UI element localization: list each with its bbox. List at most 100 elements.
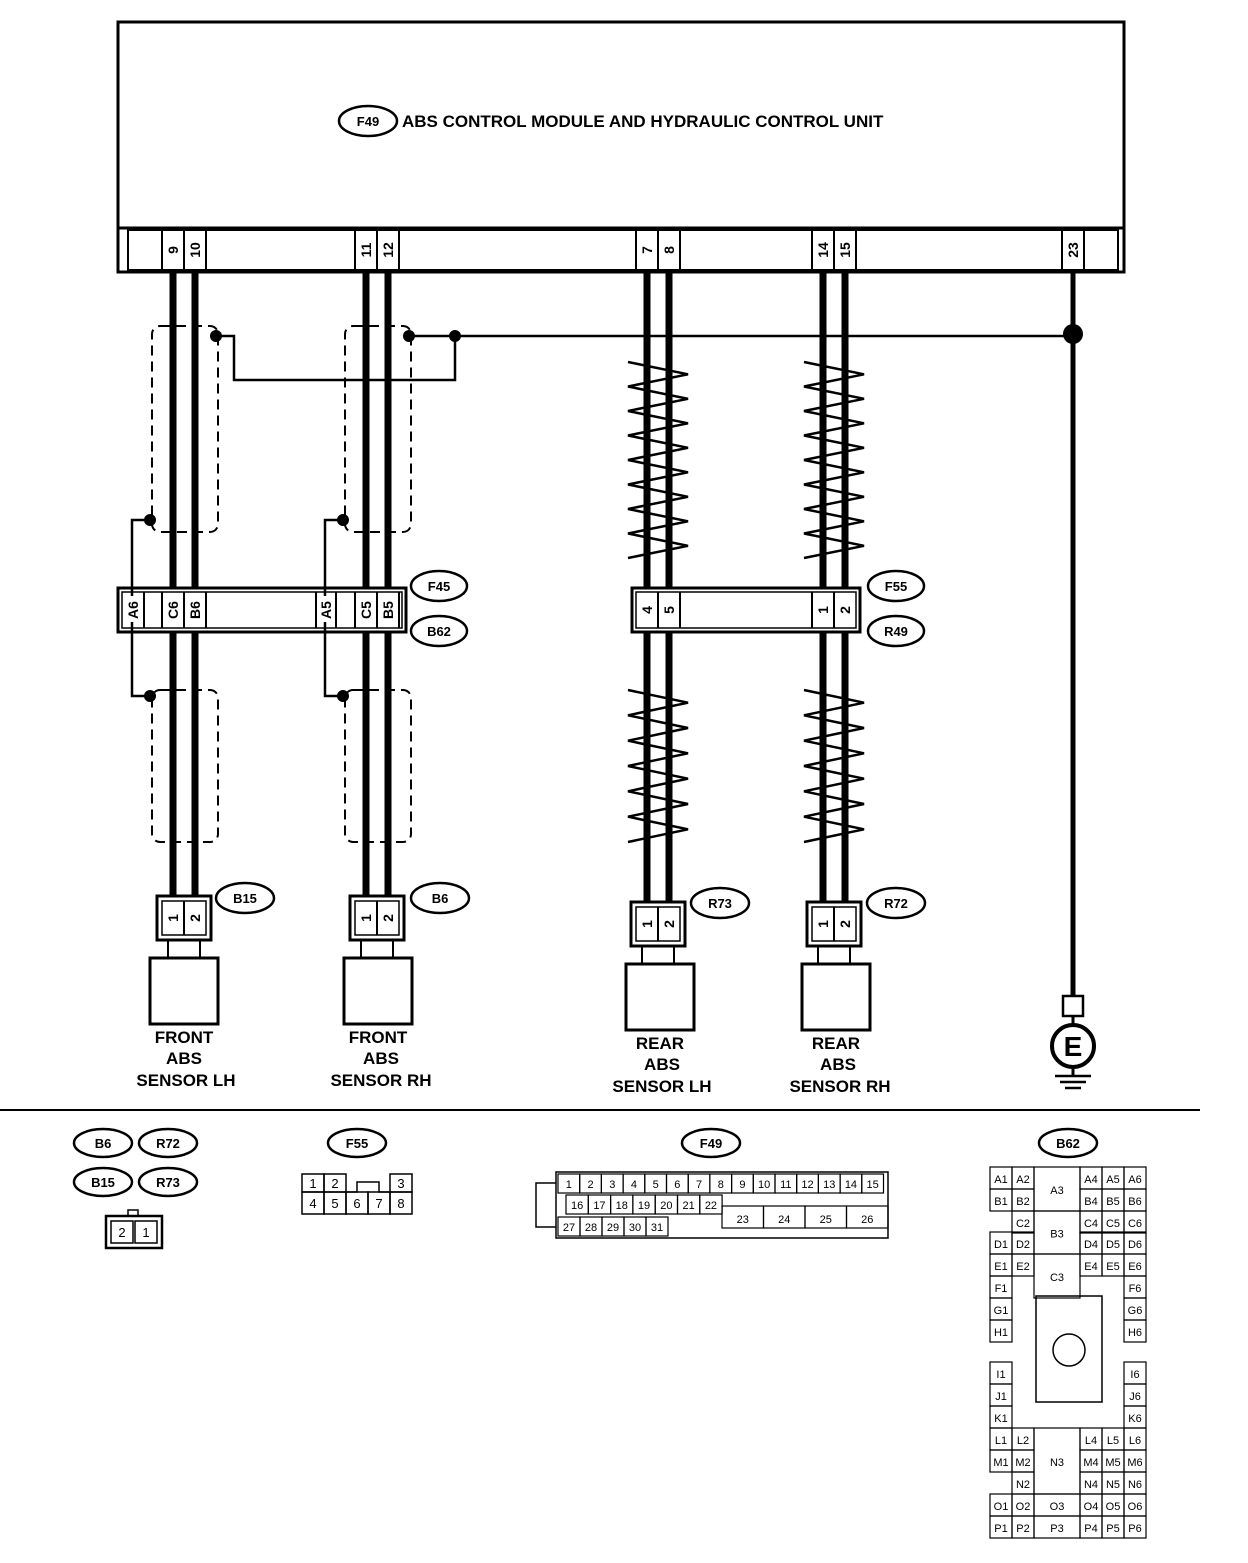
legend-pin: P3 [1050,1523,1063,1535]
legend-pin: L4 [1085,1435,1097,1447]
rear-joint-pin-label: 2 [837,606,853,614]
legend-pin: 16 [571,1200,583,1212]
legend-pin: D1 [994,1239,1008,1251]
splice-dots [144,324,1083,702]
abs-control-module: F49 ABS CONTROL MODULE AND HYDRAULIC CON… [116,20,1126,230]
sensor-pin-label: 2 [661,920,677,928]
legend-pin: C6 [1128,1218,1142,1230]
legend-pin: 13 [823,1179,835,1191]
legend-pin: 2 [587,1179,593,1191]
legend-f55: F55 1 2 3 4 5 6 7 8 [301,1127,413,1215]
sensor-pin-label: 1 [358,914,374,922]
sensor-label-line: ABS [820,1055,856,1074]
legend-pin: 7 [696,1179,702,1191]
legend-pin: P5 [1106,1523,1119,1535]
legend-pin: 1 [566,1179,572,1191]
twisted-pair-marks [627,360,865,844]
legend-pin: O5 [1106,1501,1121,1513]
legend-pin: L1 [995,1435,1007,1447]
legend-pin: D4 [1084,1239,1098,1251]
legend-pin: F6 [1129,1283,1142,1295]
sensor-connector-id: R72 [884,896,908,911]
legend-pin: I1 [996,1369,1005,1381]
joint-pin-label: C5 [358,601,374,619]
sensor-pin-label: 1 [815,920,831,928]
legend-pin: 6 [353,1196,360,1211]
joint-connector-f45-b62: A6 C6 B6 A5 C5 B5 F45 B62 [116,569,469,648]
legend-pin: G6 [1128,1305,1143,1317]
sensor-pin-label: 1 [165,914,181,922]
ground-label: E [1064,1031,1083,1062]
sensor-pin-label: 2 [837,920,853,928]
legend-pin: C3 [1050,1272,1064,1284]
legend-pin: B6 [1128,1196,1141,1208]
sensor-pin-label: 2 [187,914,203,922]
legend-pin: 1 [309,1176,316,1191]
legend-pin: D2 [1016,1239,1030,1251]
module-pin-label: 10 [187,242,203,258]
legend-pin: 30 [629,1222,641,1234]
legend-pin: F1 [995,1283,1008,1295]
module-pin-label: 15 [837,242,853,258]
sensor-label-line: REAR [812,1034,860,1053]
legend-connector-id: F55 [346,1136,368,1151]
legend-pin: 8 [718,1179,724,1191]
legend-pin: A5 [1106,1174,1119,1186]
legend-pin: A4 [1084,1174,1097,1186]
legend-pin: B1 [994,1196,1007,1208]
legend-pin: 17 [593,1200,605,1212]
module-pin-label: 8 [661,246,677,254]
legend-pin: P1 [994,1523,1007,1535]
legend-pin: 4 [309,1196,316,1211]
legend-pin: B5 [1106,1196,1119,1208]
legend-pin-cell [699,1194,723,1215]
sensor-label-line: SENSOR LH [612,1077,711,1096]
legend-pin: 20 [660,1200,672,1212]
legend-pin: M1 [993,1457,1008,1469]
legend-pin: 14 [845,1179,857,1191]
joint-pin-label: C6 [165,601,181,619]
joint-pin-label: B5 [380,601,396,619]
legend-pin: 9 [739,1179,745,1191]
legend-pin: 22 [705,1200,717,1212]
legend-pin: 11 [780,1179,791,1191]
sensor-pin-label: 1 [639,920,655,928]
legend-pin-cell [645,1216,669,1237]
legend-pin: 5 [653,1179,659,1191]
legend-pin: O2 [1016,1501,1031,1513]
legend-pin: 1 [142,1225,149,1240]
legend-pin-cell [1123,1515,1147,1539]
module-pin-label: 11 [358,242,374,257]
legend-pin: 3 [609,1179,615,1191]
sensor-connector-id: B6 [432,891,449,906]
legend-pin: N5 [1106,1479,1120,1491]
legend-pin: 28 [585,1222,597,1234]
legend-pin: 7 [375,1196,382,1211]
module-pin-label: 14 [815,242,831,258]
legend-connector-id: B62 [1056,1136,1080,1151]
sensor-label-line: ABS [644,1055,680,1074]
rear-joint-connector-id: R49 [884,624,908,639]
legend-pin: 24 [778,1214,790,1226]
module-pin-label: 9 [165,246,181,254]
legend-pin: L6 [1129,1435,1141,1447]
legend-pin: E1 [994,1261,1007,1273]
legend-connector-id: F49 [700,1136,722,1151]
rear-joint-pin-label: 5 [661,606,677,614]
sensor-label-line: FRONT [349,1028,408,1047]
legend-sensor-connector: B6 R72 B15 R73 2 1 [72,1127,199,1250]
legend-pin: 19 [638,1200,650,1212]
legend-pin: 12 [801,1179,813,1191]
legend-pin: B2 [1016,1196,1029,1208]
legend-pin-cell [1011,1253,1035,1277]
joint-pin-label: A5 [318,601,334,619]
legend-pin: 15 [867,1179,879,1191]
legend-pin: N2 [1016,1479,1030,1491]
sensor-label-line: SENSOR LH [136,1071,235,1090]
legend-pin-cell [861,1173,885,1194]
sensor-pin-label: 2 [380,914,396,922]
legend-pin: C4 [1084,1218,1098,1230]
